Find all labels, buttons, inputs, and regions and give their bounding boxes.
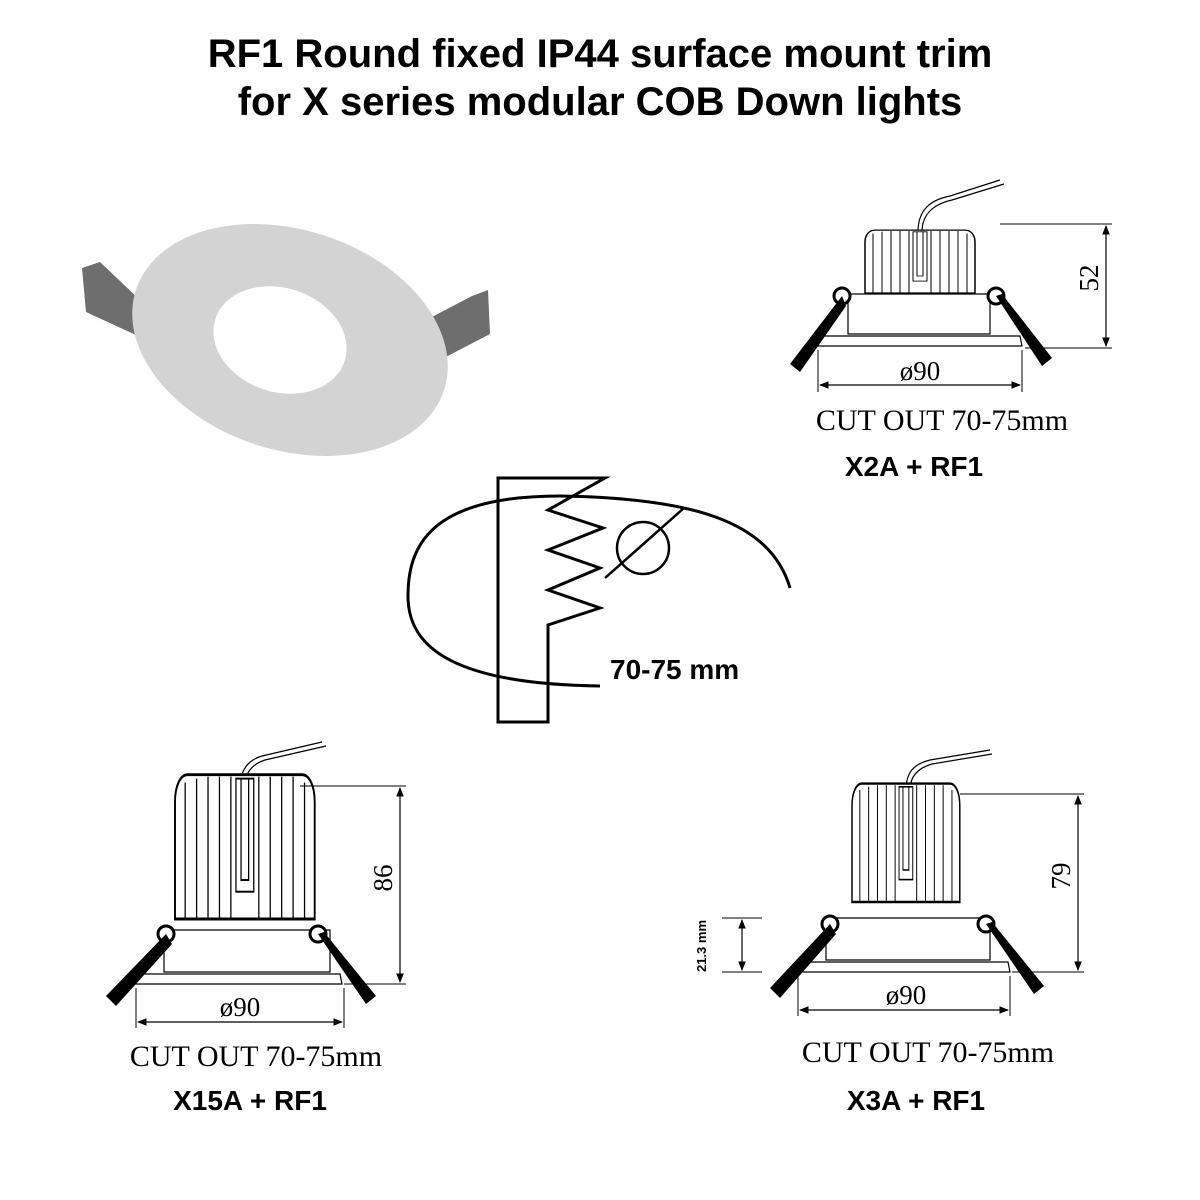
spring-clip-left — [82, 262, 140, 336]
title-line-2: for X series modular COB Down lights — [237, 80, 963, 124]
x3a-model-label: X3A + RF1 — [847, 1085, 985, 1116]
x15a-model-label: X15A + RF1 — [173, 1085, 327, 1116]
cutout-ellipse — [406, 494, 792, 688]
x2a-cutout-label: CUT OUT 70-75mm — [816, 404, 1068, 437]
x15a-height-label: 86 — [368, 865, 398, 892]
view-x3a — [722, 749, 1084, 1016]
page-title: RF1 Round fixed IP44 surface mount trim … — [0, 30, 1200, 126]
diameter-symbol — [615, 520, 671, 576]
cutout-dimension-label: 70-75 mm — [610, 654, 739, 685]
trim-aperture — [213, 286, 347, 394]
cutout-detail — [406, 476, 792, 724]
ceiling-section — [496, 476, 611, 724]
x2a-model-label: X2A + RF1 — [845, 451, 983, 482]
spring-clip-right — [430, 290, 490, 360]
x15a-cutout-label: CUT OUT 70-75mm — [130, 1040, 382, 1073]
x3a-trim-height-label: 21.3 mm — [694, 920, 709, 972]
x2a-height-label: 52 — [1074, 265, 1104, 292]
x15a-diameter-label: ø90 — [220, 992, 261, 1022]
x2a-diameter-label: ø90 — [900, 356, 941, 386]
x3a-diameter-label: ø90 — [886, 980, 927, 1010]
rf1-trim-render — [82, 224, 490, 456]
view-x15a — [106, 741, 406, 1028]
x3a-height-label: 79 — [1046, 863, 1076, 890]
x3a-cutout-label: CUT OUT 70-75mm — [802, 1036, 1054, 1069]
title-line-1: RF1 Round fixed IP44 surface mount trim — [207, 32, 993, 76]
view-x2a — [790, 179, 1112, 392]
